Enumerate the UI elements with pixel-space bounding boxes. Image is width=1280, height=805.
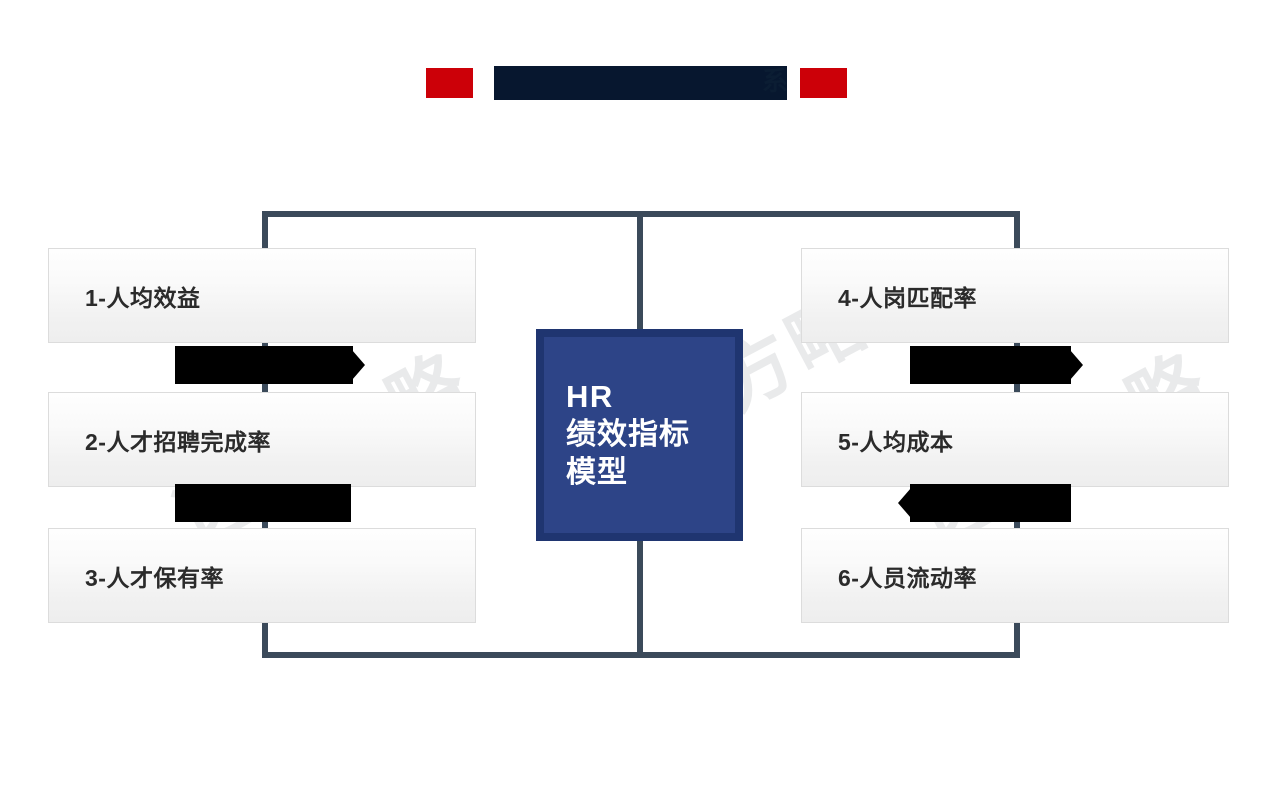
hr-model-center-node[interactable]: HR 绩效指标 模型 <box>536 329 743 541</box>
redaction-bar-2 <box>175 484 351 522</box>
metric-label-5: 5-人均成本 <box>838 428 954 455</box>
redaction-bar-3 <box>910 346 1083 384</box>
redaction-bar-4 <box>898 484 1071 522</box>
hr-model-line-3: 模型 <box>566 456 628 489</box>
redaction-arrow-left-icon <box>898 488 911 518</box>
metric-label-1: 1-人均效益 <box>85 284 201 311</box>
metric-box-4[interactable]: 4-人岗匹配率 <box>801 248 1229 343</box>
connector-center-bottom <box>637 540 643 658</box>
metric-label-6: 6-人员流动率 <box>838 564 977 591</box>
metric-box-6[interactable]: 6-人员流动率 <box>801 528 1229 623</box>
hr-model-line-2: 绩效指标 <box>566 418 690 451</box>
metric-box-3[interactable]: 3-人才保有率 <box>48 528 476 623</box>
title-accent-block-right <box>800 68 847 98</box>
slide-title-redaction <box>494 66 787 100</box>
redaction-arrow-right-icon <box>1070 350 1083 380</box>
slide-title-visible-tail: 系 <box>762 66 789 96</box>
title-accent-block-left <box>426 68 473 98</box>
hr-model-line-1: HR <box>566 379 614 414</box>
metric-box-1[interactable]: 1-人均效益 <box>48 248 476 343</box>
redaction-arrow-right-icon <box>352 350 365 380</box>
metric-label-4: 4-人岗匹配率 <box>838 284 977 311</box>
metric-box-2[interactable]: 2-人才招聘完成率 <box>48 392 476 487</box>
metric-box-5[interactable]: 5-人均成本 <box>801 392 1229 487</box>
metric-label-3: 3-人才保有率 <box>85 564 224 591</box>
metric-label-2: 2-人才招聘完成率 <box>85 428 271 455</box>
redaction-bar-1 <box>175 346 365 384</box>
connector-center-top <box>637 211 643 331</box>
slide-title-band <box>0 66 1280 100</box>
